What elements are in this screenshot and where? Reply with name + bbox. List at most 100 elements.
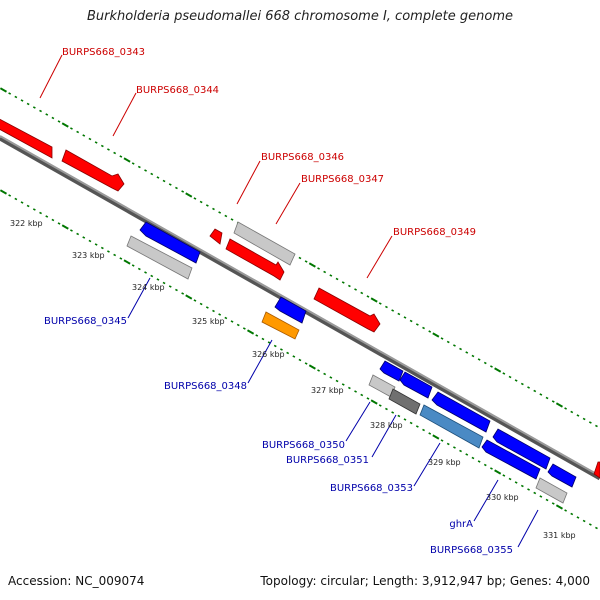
- tick-mark: [137, 267, 141, 271]
- map-title: Burkholderia pseudomallei 668 chromosome…: [86, 9, 514, 24]
- tick-mark: [539, 393, 543, 396]
- tick-mark: [477, 358, 481, 361]
- gene-burps668-0347[interactable]: [225, 238, 285, 281]
- kbp-labels: 322 kbp 323 kbp 324 kbp 325 kbp 326 kbp …: [10, 219, 576, 540]
- gene-edge-red[interactable]: [593, 461, 600, 479]
- tick-mark: [162, 179, 166, 183]
- gene-burps668-0345[interactable]: [126, 235, 193, 280]
- tick-mark: [570, 410, 574, 414]
- tick-mark: [113, 151, 117, 155]
- tick-mark: [440, 337, 444, 340]
- tick-mark: [298, 358, 302, 362]
- gene-small-red[interactable]: [209, 228, 223, 245]
- tick-mark: [26, 204, 30, 208]
- tick-mark: [199, 302, 203, 306]
- gene-burps668-0346[interactable]: [233, 221, 296, 266]
- tick-mark: [308, 364, 316, 370]
- gene-blue-d[interactable]: [399, 371, 433, 399]
- tick-mark: [533, 389, 537, 393]
- tick-mark: [378, 404, 382, 407]
- tick-mark: [514, 379, 518, 382]
- tick-mark: [224, 214, 228, 218]
- tick-mark: [459, 347, 462, 351]
- tick-mark: [242, 327, 246, 330]
- tick-mark: [459, 449, 462, 453]
- tick-mark: [341, 383, 345, 386]
- tick-mark: [82, 236, 86, 239]
- tick-mark: [76, 130, 80, 134]
- reverse-gene-labels: BURPS668_0345 BURPS668_0348 BURPS668_035…: [44, 316, 513, 556]
- tick-mark: [261, 337, 265, 341]
- tick-mark: [329, 274, 333, 277]
- tick-mark: [545, 498, 549, 502]
- tick-mark: [588, 421, 592, 424]
- gene-ghra[interactable]: [481, 439, 541, 480]
- tick-mark: [335, 379, 339, 383]
- tick-mark: [0, 189, 7, 195]
- tick-mark: [212, 207, 215, 211]
- tick-mark: [453, 344, 456, 347]
- tick-mark: [490, 467, 493, 470]
- gene-burps668-0343[interactable]: [0, 114, 53, 159]
- tick-mark: [527, 488, 530, 491]
- tick-mark: [378, 302, 382, 305]
- tick-mark: [508, 477, 512, 481]
- tick-mark: [57, 222, 61, 225]
- gene-burps668-0355[interactable]: [535, 477, 568, 504]
- tick-mark: [26, 102, 30, 106]
- tick-mark: [107, 250, 110, 253]
- tick-mark: [131, 264, 135, 267]
- tick-mark: [119, 257, 123, 260]
- tick-mark: [335, 277, 339, 281]
- kbp-label-329: 329 kbp: [428, 458, 461, 467]
- tick-mark: [514, 481, 518, 484]
- gene-burps668-0353[interactable]: [419, 404, 484, 449]
- forward-leader-lines: [39, 54, 393, 279]
- kbp-label-330: 330 kbp: [486, 493, 519, 502]
- tick-mark: [551, 502, 555, 505]
- tick-mark: [508, 375, 512, 379]
- tick-mark: [76, 232, 80, 236]
- tick-mark: [156, 176, 160, 179]
- gene-burps668-0348[interactable]: [261, 311, 300, 340]
- gene-burps668-0349[interactable]: [313, 287, 381, 333]
- tick-mark: [502, 474, 506, 477]
- tick-mark: [564, 509, 568, 512]
- tick-mark: [588, 523, 592, 526]
- tick-mark: [403, 316, 407, 319]
- gene-blue-a[interactable]: [139, 221, 201, 264]
- label-burps668-0355: BURPS668_0355: [430, 545, 513, 556]
- gene-blue-g[interactable]: [547, 463, 577, 488]
- tick-mark: [329, 376, 333, 379]
- gene-blue-b[interactable]: [274, 296, 307, 324]
- label-burps668-0345: BURPS668_0345: [44, 316, 127, 327]
- gene-blue-f[interactable]: [492, 428, 551, 470]
- tick-mark: [51, 116, 55, 120]
- tick-mark: [490, 365, 493, 368]
- label-burps668-0348: BURPS668_0348: [164, 381, 247, 392]
- tick-mark: [533, 491, 537, 495]
- tick-mark: [230, 218, 234, 221]
- forward-genes: [0, 114, 600, 479]
- gene-blue-e[interactable]: [431, 391, 491, 433]
- tick-mark: [88, 239, 92, 243]
- tick-mark: [123, 259, 131, 265]
- gene-blue-c[interactable]: [379, 360, 404, 382]
- label-ghra: ghrA: [449, 519, 473, 530]
- tick-mark: [415, 425, 419, 428]
- tick-tracks: [0, 87, 598, 530]
- tick-mark: [205, 204, 209, 207]
- tick-mark: [453, 446, 456, 449]
- tick-mark: [360, 291, 364, 295]
- tick-mark: [494, 367, 502, 373]
- gene-burps668-0344[interactable]: [61, 149, 125, 192]
- label-burps668-0347: BURPS668_0347: [301, 174, 384, 185]
- tick-mark: [32, 106, 36, 109]
- tick-mark: [280, 348, 283, 351]
- kbp-label-323: 323 kbp: [72, 251, 105, 260]
- tick-mark: [304, 362, 308, 365]
- tick-mark: [595, 526, 598, 530]
- tick-mark: [175, 186, 178, 190]
- gene-burps668-0351[interactable]: [388, 388, 421, 415]
